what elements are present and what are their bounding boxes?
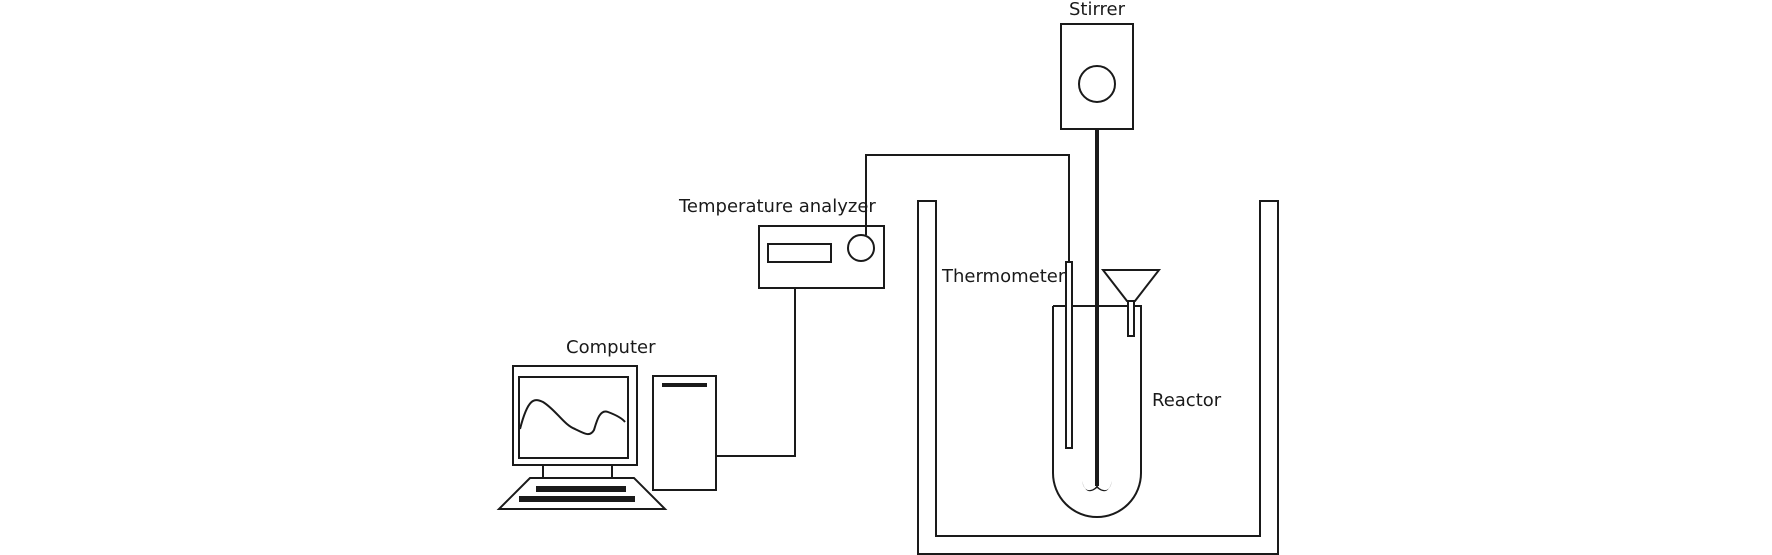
stirrer xyxy=(1060,23,1134,130)
thermometer-wire xyxy=(865,154,1070,262)
reactor-label: Reactor xyxy=(1152,390,1222,411)
computer-tower xyxy=(652,375,717,491)
monitor xyxy=(512,365,638,466)
temperature-analyzer-label: Temperature analyzer xyxy=(678,196,876,217)
computer-wire xyxy=(716,288,796,457)
computer-label: Computer xyxy=(566,337,656,358)
impeller xyxy=(1082,481,1112,492)
reactor-vessel xyxy=(1052,305,1142,518)
stirrer-knob xyxy=(1078,65,1116,103)
screen-waveform xyxy=(519,399,626,436)
stirrer-label: Stirrer xyxy=(1069,0,1126,20)
keyboard xyxy=(496,477,668,510)
funnel xyxy=(1100,269,1162,337)
analyzer-knob xyxy=(847,234,875,262)
thermometer-label: Thermometer xyxy=(941,266,1066,287)
thermometer-probe xyxy=(1065,261,1073,449)
keyboard-key-row-2 xyxy=(519,496,635,502)
water-bath xyxy=(917,200,1279,555)
computer xyxy=(496,365,717,510)
analyzer-display xyxy=(767,243,832,263)
monitor-screen xyxy=(518,376,629,459)
tower-drive-slot xyxy=(662,383,707,387)
stirrer-housing xyxy=(1060,23,1134,130)
keyboard-key-row-1 xyxy=(536,486,626,492)
temperature-analyzer xyxy=(758,225,885,289)
analyzer-housing xyxy=(758,225,885,289)
